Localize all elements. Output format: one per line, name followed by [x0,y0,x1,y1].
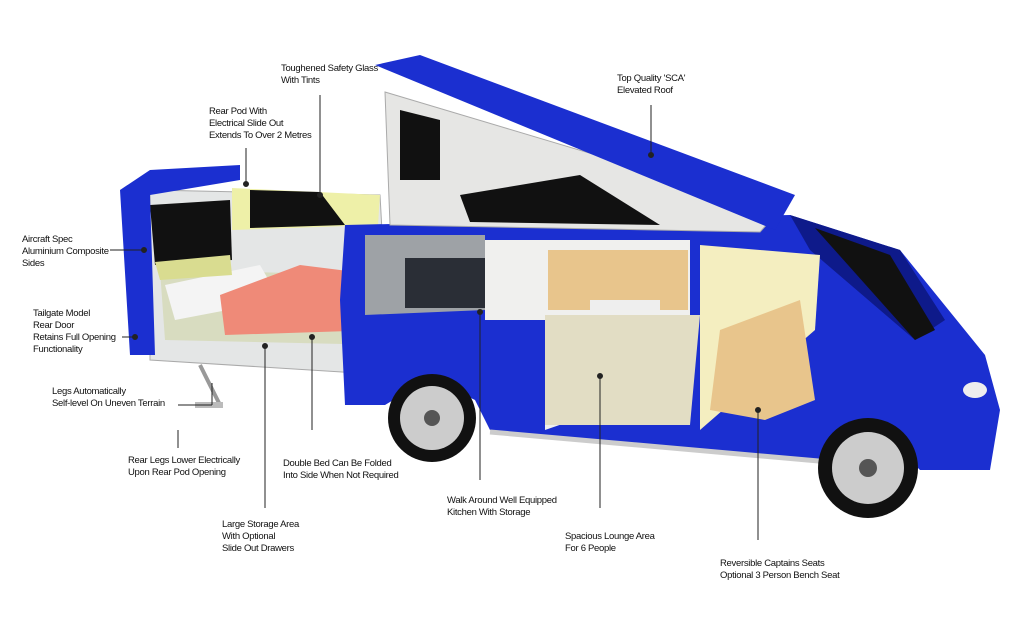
headlight [963,382,987,398]
label-line: Extends To Over 2 Metres [209,130,312,141]
label-line: Rear Legs Lower Electrically [128,455,240,466]
label-line: Toughened Safety Glass [281,63,378,74]
label-line: Reversible Captains Seats [720,558,825,569]
label-line: Tailgate Model [33,308,91,319]
lounge-floor [545,315,700,425]
leader-lines [110,95,761,540]
label-line: Aluminium Composite [22,246,109,257]
label-line: For 6 People [565,543,616,554]
label-line: Into Side When Not Required [283,470,399,481]
windscreen [815,228,935,340]
pop-top-roof [375,55,795,233]
support-leg [198,364,222,406]
rear-wheel [388,374,476,462]
label-line: Rear Door [33,320,75,331]
label-elevated-roof: Top Quality 'SCA'Elevated Roof [617,73,686,97]
label-line: Retains Full Opening [33,332,116,343]
label-line: With Optional [222,531,276,542]
rear-pod [120,165,391,408]
label-line: With Tints [281,75,320,86]
label-line: Elevated Roof [617,85,673,96]
front-wheel [818,418,918,518]
label-line: Top Quality 'SCA' [617,73,686,84]
van-body [340,215,1000,470]
label-line: Legs Automatically [52,386,126,397]
label-line: Slide Out Drawers [222,543,294,554]
label-line: Sides [22,258,45,269]
captains-seats [710,300,815,420]
label-line: Optional 3 Person Bench Seat [720,570,840,581]
bed-mattress [220,265,380,335]
label-line: Functionality [33,344,83,355]
kitchen-unit [405,258,485,308]
label-line: Double Bed Can Be Folded [283,458,392,469]
label-line: Electrical Slide Out [209,118,284,129]
tailgate [120,165,240,355]
label-line: Aircraft Spec [22,234,73,245]
label-line: Rear Pod With [209,106,267,117]
pillows [165,265,280,320]
label-line: Kitchen With Storage [447,507,531,518]
label-line: Upon Rear Pod Opening [128,467,226,478]
label-line: Self-level On Uneven Terrain [52,398,165,409]
label-line: Spacious Lounge Area [565,531,655,542]
label-line: Large Storage Area [222,519,299,530]
label-line: Walk Around Well Equipped [447,495,557,506]
